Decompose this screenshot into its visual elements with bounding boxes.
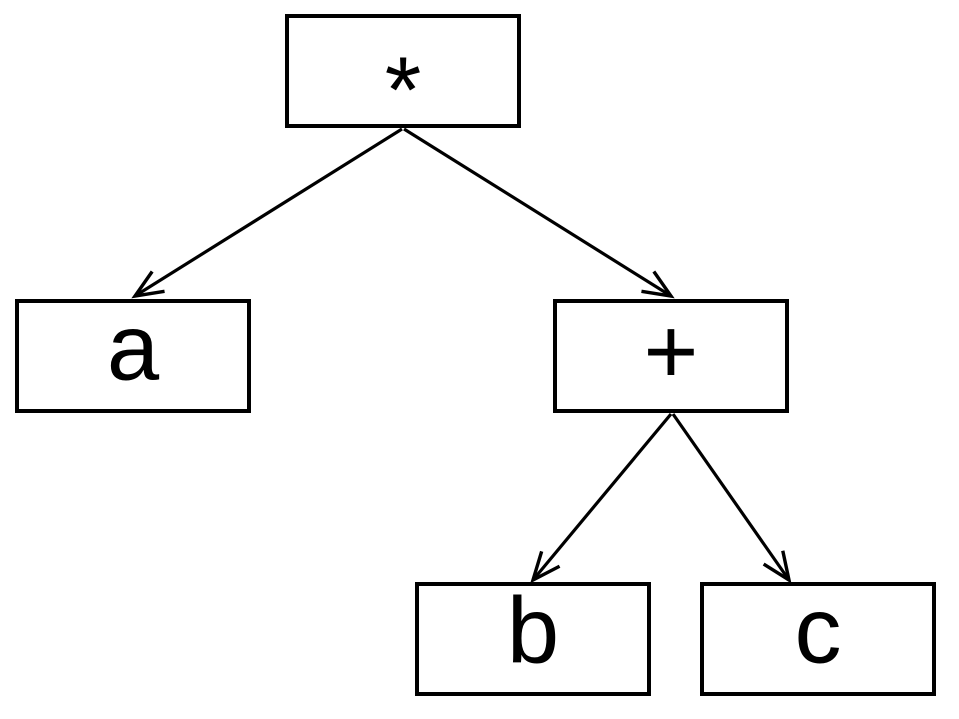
tree-node-add: + bbox=[553, 299, 789, 413]
node-label-multiply: * bbox=[384, 36, 422, 142]
edge-multiply-to-a bbox=[131, 127, 403, 299]
tree-node-b: b bbox=[415, 582, 651, 696]
edge-add-to-c bbox=[671, 413, 792, 584]
tree-node-c: c bbox=[700, 582, 936, 696]
node-label-c: c bbox=[794, 577, 842, 683]
edge-add-to-b bbox=[530, 412, 673, 584]
node-label-b: b bbox=[506, 577, 560, 683]
node-label-a: a bbox=[106, 294, 160, 400]
tree-node-a: a bbox=[15, 299, 251, 413]
node-label-add: + bbox=[643, 298, 699, 404]
edge-multiply-to-add bbox=[403, 127, 675, 299]
tree-node-multiply: * bbox=[285, 14, 521, 136]
